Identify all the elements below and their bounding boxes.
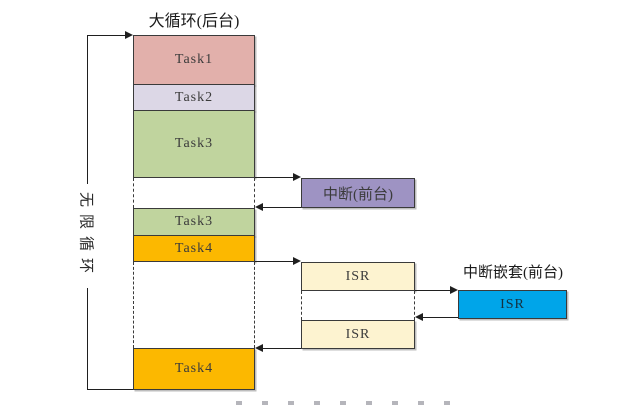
- interrupt-box: 中断(前台): [301, 178, 415, 208]
- task4-resume-label: Task4: [174, 361, 214, 376]
- connector-interrupt-return-line: [261, 207, 301, 208]
- nested-isr-box: ISR: [458, 290, 567, 319]
- task-box-task1: Task1: [133, 35, 255, 85]
- task-column-gap-1: [133, 178, 255, 208]
- task-box-task3: Task3: [133, 110, 255, 178]
- task3-label: Task3: [174, 136, 214, 151]
- cropped-caption-fragments: [236, 401, 468, 405]
- connector-task4-to-isr-line: [255, 261, 294, 262]
- connector-isr-return-arrowhead-icon: [255, 344, 263, 352]
- nested-interrupt-label: 中断嵌套(前台): [463, 265, 563, 281]
- loop-bottom-line: [87, 389, 133, 390]
- task-column-gap-2: [133, 262, 255, 348]
- task-box-task4: Task4: [133, 235, 255, 262]
- isr2-label: ISR: [345, 326, 371, 342]
- connector-interrupt-return-arrowhead-icon: [255, 203, 263, 211]
- connector-isr-to-nested-line: [415, 290, 451, 291]
- task4-label: Task4: [174, 240, 214, 256]
- diagram-title: 大循环(后台): [148, 13, 240, 30]
- isr-column-gap: [301, 291, 415, 320]
- task1-label: Task1: [174, 52, 214, 67]
- infinite-loop-label: 无限循环: [76, 183, 98, 289]
- connector-task3-to-interrupt-line: [255, 177, 294, 178]
- task2-label: Task2: [174, 89, 214, 105]
- loop-top-line: [87, 35, 126, 36]
- connector-task4-to-isr-arrowhead-icon: [293, 257, 301, 265]
- isr-box-2: ISR: [301, 320, 415, 349]
- task-box-task3-resume: Task3: [133, 208, 255, 236]
- task-box-task2: Task2: [133, 84, 255, 111]
- interrupt-box-label: 中断(前台): [323, 186, 393, 203]
- task3-resume-label: Task3: [174, 214, 214, 229]
- isr-box-1: ISR: [301, 262, 415, 291]
- connector-isr-to-nested-arrowhead-icon: [450, 286, 458, 294]
- connector-nested-return-arrowhead-icon: [415, 313, 423, 321]
- task-box-task4-resume: Task4: [133, 348, 255, 390]
- isr1-label: ISR: [345, 268, 371, 284]
- connector-task3-to-interrupt-arrowhead-icon: [293, 173, 301, 181]
- loop-arrowhead-icon: [125, 31, 133, 39]
- connector-isr-return-line: [261, 348, 301, 349]
- connector-nested-return-line: [421, 317, 458, 318]
- nested-isr-label: ISR: [500, 296, 525, 312]
